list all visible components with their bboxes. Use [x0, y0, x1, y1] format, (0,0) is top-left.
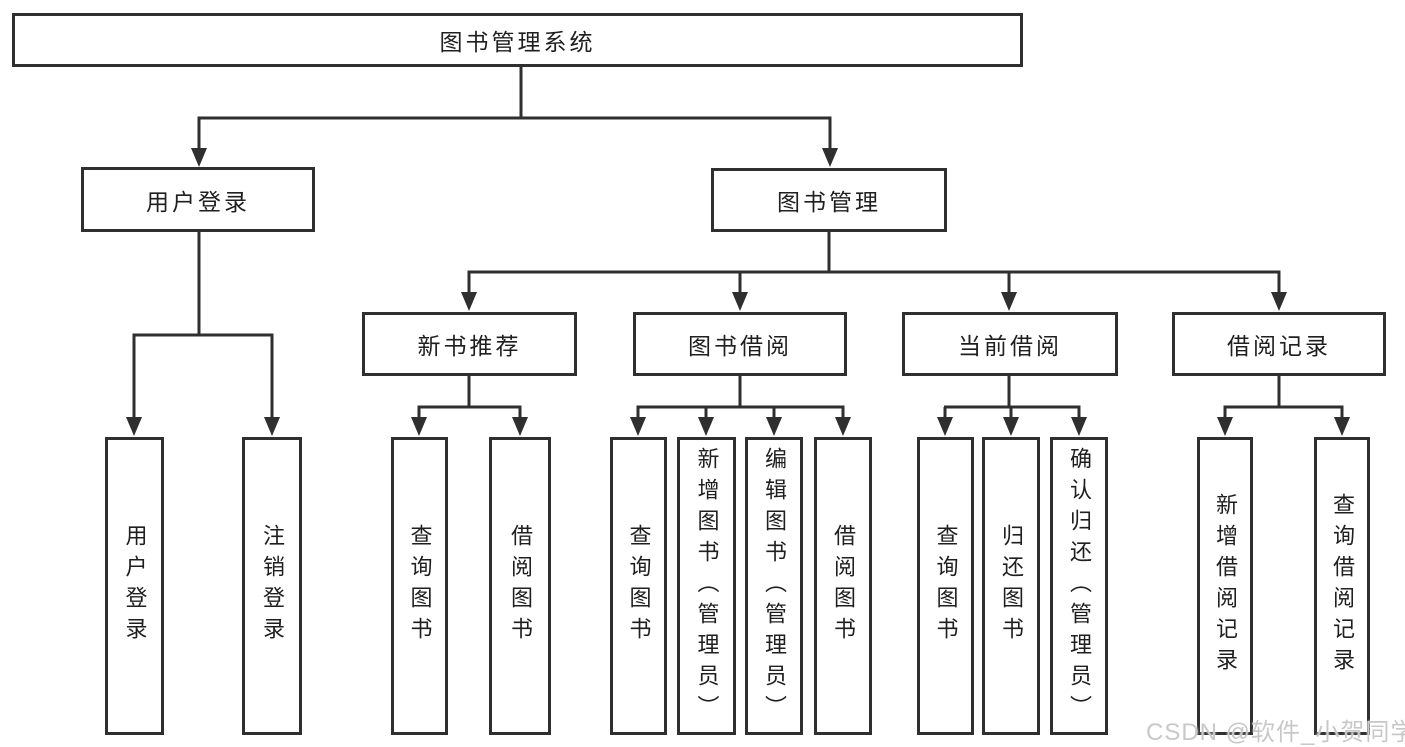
- leaf-borrow-book-1: 借阅图书: [489, 437, 551, 735]
- leaf-edit-book-admin: 编辑图书（管理员）: [745, 437, 803, 735]
- node-current-borrowing: 当前借阅: [902, 312, 1118, 376]
- leaf-borrow-book-2-label: 借阅图书: [831, 524, 856, 648]
- node-root-label: 图书管理系统: [439, 29, 596, 55]
- leaf-user-login-label: 用户登录: [122, 524, 148, 648]
- node-current-borrowing-label: 当前借阅: [958, 333, 1062, 359]
- connector-root-to-level2: [191, 66, 838, 167]
- connector-user-login-children: [126, 231, 280, 436]
- leaf-add-borrow-record: 新增借阅记录: [1197, 437, 1253, 735]
- leaf-logout-label: 注销登录: [260, 524, 285, 648]
- leaf-return-book: 归还图书: [982, 437, 1040, 735]
- leaf-query-book-3-label: 查询图书: [933, 524, 959, 648]
- leaf-confirm-return-admin: 确认归还（管理员）: [1050, 437, 1108, 735]
- node-user-login-label: 用户登录: [146, 188, 250, 215]
- leaf-confirm-return-admin-label: 确认归还（管理员）: [1067, 446, 1092, 726]
- node-book-borrowing-label: 图书借阅: [688, 333, 792, 359]
- leaf-logout: 注销登录: [242, 437, 302, 735]
- leaf-query-book-1: 查询图书: [391, 437, 448, 735]
- node-borrowing-records: 借阅记录: [1172, 312, 1386, 376]
- leaf-query-book-2-label: 查询图书: [626, 524, 652, 648]
- leaf-query-borrow-record-label: 查询借阅记录: [1330, 493, 1355, 679]
- leaf-borrow-book-1-label: 借阅图书: [508, 524, 533, 648]
- leaf-query-book-1-label: 查询图书: [407, 524, 433, 648]
- connector-book-borrowing-children: [630, 375, 851, 436]
- leaf-query-book-2: 查询图书: [610, 437, 667, 735]
- leaf-borrow-book-2: 借阅图书: [814, 437, 872, 735]
- node-root: 图书管理系统: [12, 13, 1023, 67]
- node-borrowing-records-label: 借阅记录: [1227, 333, 1331, 359]
- csdn-watermark: CSDN @软件_小贺同学: [1146, 719, 1405, 746]
- node-book-borrowing: 图书借阅: [633, 312, 847, 376]
- connector-book-management-children: [461, 231, 1287, 311]
- leaf-add-borrow-record-label: 新增借阅记录: [1213, 493, 1238, 679]
- leaf-return-book-label: 归还图书: [999, 524, 1024, 648]
- leaf-add-book-admin-label: 新增图书（管理员）: [694, 446, 720, 726]
- connector-new-book-recommend-children: [411, 375, 528, 436]
- leaf-user-login: 用户登录: [105, 437, 164, 735]
- connector-current-borrowing-children: [937, 375, 1087, 436]
- leaf-query-borrow-record: 查询借阅记录: [1314, 437, 1370, 735]
- leaf-query-book-3: 查询图书: [917, 437, 974, 735]
- node-book-management: 图书管理: [711, 168, 947, 232]
- node-book-management-label: 图书管理: [777, 189, 881, 215]
- connector-borrowing-records-children: [1217, 375, 1350, 436]
- leaf-add-book-admin: 新增图书（管理员）: [677, 437, 736, 735]
- node-new-book-recommend-label: 新书推荐: [417, 333, 522, 359]
- leaf-edit-book-admin-label: 编辑图书（管理员）: [762, 446, 787, 726]
- node-new-book-recommend: 新书推荐: [362, 312, 577, 376]
- node-user-login: 用户登录: [81, 167, 315, 232]
